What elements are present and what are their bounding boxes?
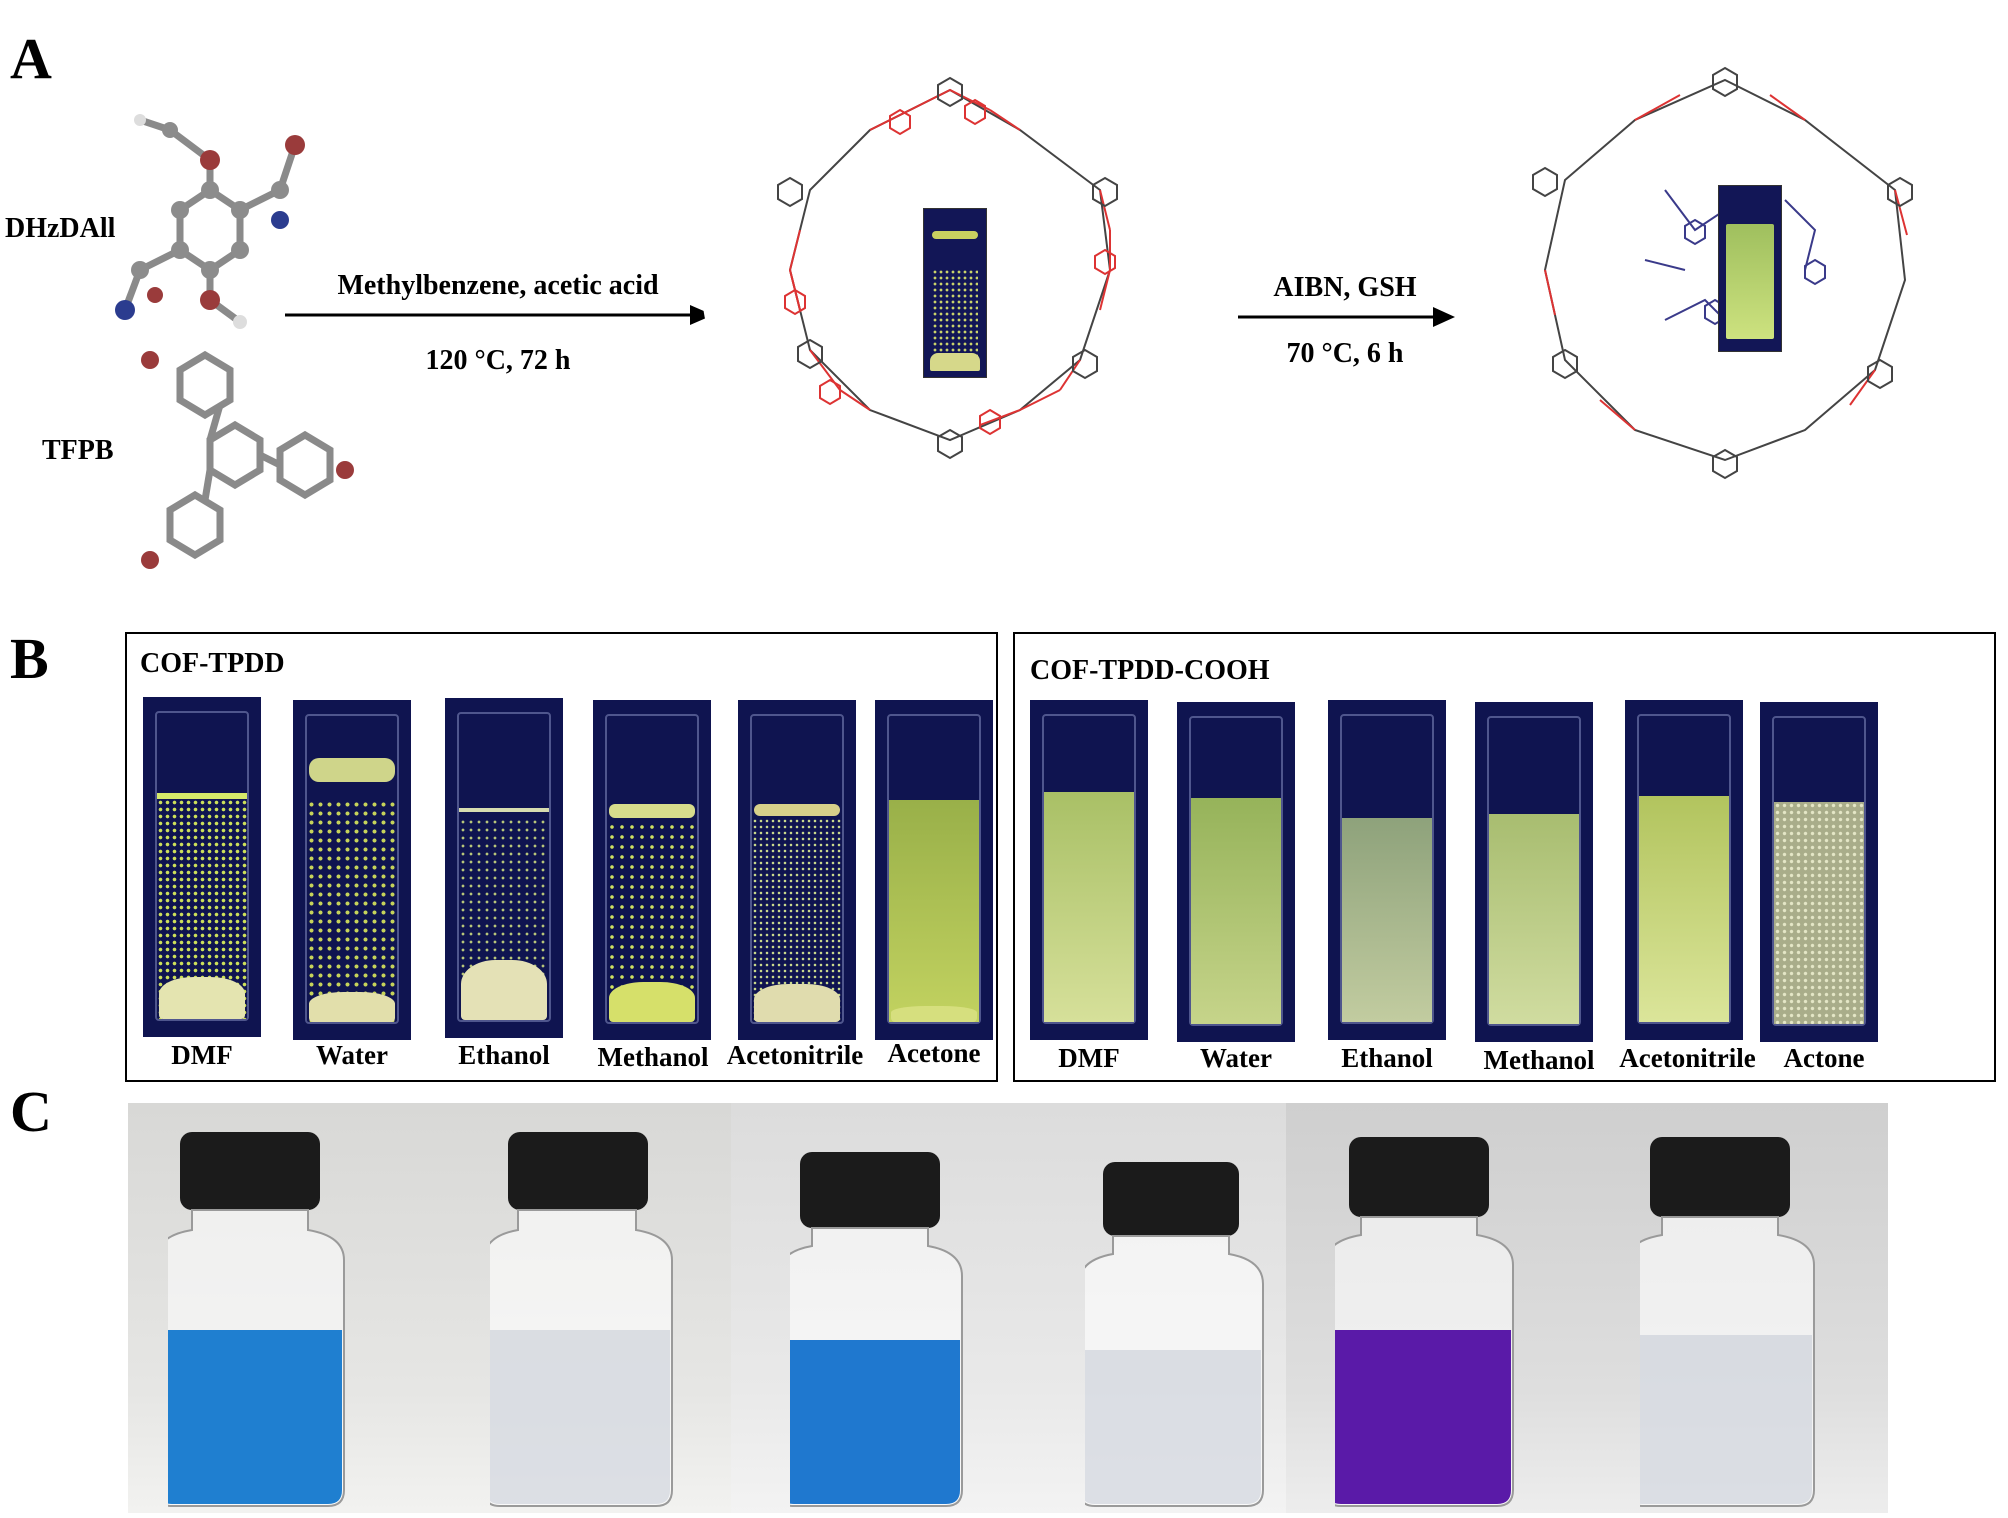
vial-blue-2 <box>790 1152 963 1507</box>
cof-tpdd-cooh-solvent-dmf: DMF <box>1058 1043 1120 1073</box>
cof-tpdd-cooh-solvent-acetonitrile: Acetonitrile <box>1619 1043 1756 1073</box>
step2-reagents: AIBN, GSH <box>1273 272 1417 303</box>
panel-b-label: B <box>10 626 49 691</box>
cof-tpdd-ethanol-cuvette <box>445 698 563 1038</box>
reactant-1-label: DHzDAll <box>5 213 116 244</box>
cof-tpdd-acetone-cuvette <box>875 700 993 1040</box>
vial-purple <box>1335 1137 1514 1507</box>
cof-tpdd-cooh-solvent-methanol: Methanol <box>1483 1045 1595 1075</box>
cof-tpdd-framework-structure <box>777 76 1118 460</box>
step1-conditions: 120 °C, 72 h <box>425 345 571 376</box>
cof-tpdd-cooh-framework-structure <box>1532 66 1913 480</box>
reaction-arrow-2 <box>1238 307 1455 327</box>
cof-tpdd-cooh-solvent-ethanol: Ethanol <box>1341 1043 1433 1073</box>
vial-clear-1 <box>490 1132 673 1507</box>
step1-reagents: Methylbenzene, acetic acid <box>337 270 659 301</box>
step2-conditions: 70 °C, 6 h <box>1286 338 1404 369</box>
cof-tpdd-cooh-cuvette-photo <box>1718 185 1782 352</box>
cof-tpdd-solvent-dmf: DMF <box>171 1040 233 1070</box>
cof-tpdd-cooh-dmf-cuvette <box>1030 700 1148 1040</box>
cof-tpdd-cooh-methanol-cuvette <box>1475 702 1593 1042</box>
cof-tpdd-cooh-title: COF-TPDD-COOH <box>1030 655 1270 686</box>
cof-tpdd-title: COF-TPDD <box>140 648 285 679</box>
cof-tpdd-cuvette-photo <box>923 208 987 378</box>
vial-clear-3 <box>1640 1137 1815 1507</box>
cof-tpdd-cooh-water-cuvette <box>1177 702 1295 1042</box>
cof-tpdd-cooh-acetonitrile-cuvette <box>1625 700 1743 1040</box>
cof-tpdd-methanol-cuvette <box>593 700 711 1040</box>
dhzdall-molecule-model <box>115 114 305 329</box>
cof-tpdd-cooh-solvent-water: Water <box>1200 1043 1272 1073</box>
cof-tpdd-solvent-acetone: Acetone <box>887 1038 981 1068</box>
tfpb-molecule-model <box>141 350 354 569</box>
cof-tpdd-cooh-actone-cuvette <box>1760 702 1878 1042</box>
vial-blue-1 <box>168 1132 345 1507</box>
reactant-2-label: TFPB <box>42 435 114 466</box>
cof-tpdd-solvent-methanol: Methanol <box>597 1042 709 1072</box>
panel-a-label: A <box>10 26 52 91</box>
cof-tpdd-water-cuvette <box>293 700 411 1040</box>
cof-tpdd-solvent-ethanol: Ethanol <box>458 1040 550 1070</box>
cof-tpdd-cooh-ethanol-cuvette <box>1328 700 1446 1040</box>
vial-clear-2 <box>1085 1162 1264 1507</box>
cof-tpdd-cooh-solvent-actone: Actone <box>1783 1043 1865 1073</box>
cof-tpdd-acetonitrile-cuvette <box>738 700 856 1040</box>
cof-tpdd-dmf-cuvette <box>143 697 261 1037</box>
panel-c-label: C <box>10 1079 52 1144</box>
cof-tpdd-solvent-acetonitrile: Acetonitrile <box>726 1040 864 1070</box>
cof-tpdd-solvent-water: Water <box>316 1040 388 1070</box>
reaction-arrow-1 <box>285 305 713 325</box>
